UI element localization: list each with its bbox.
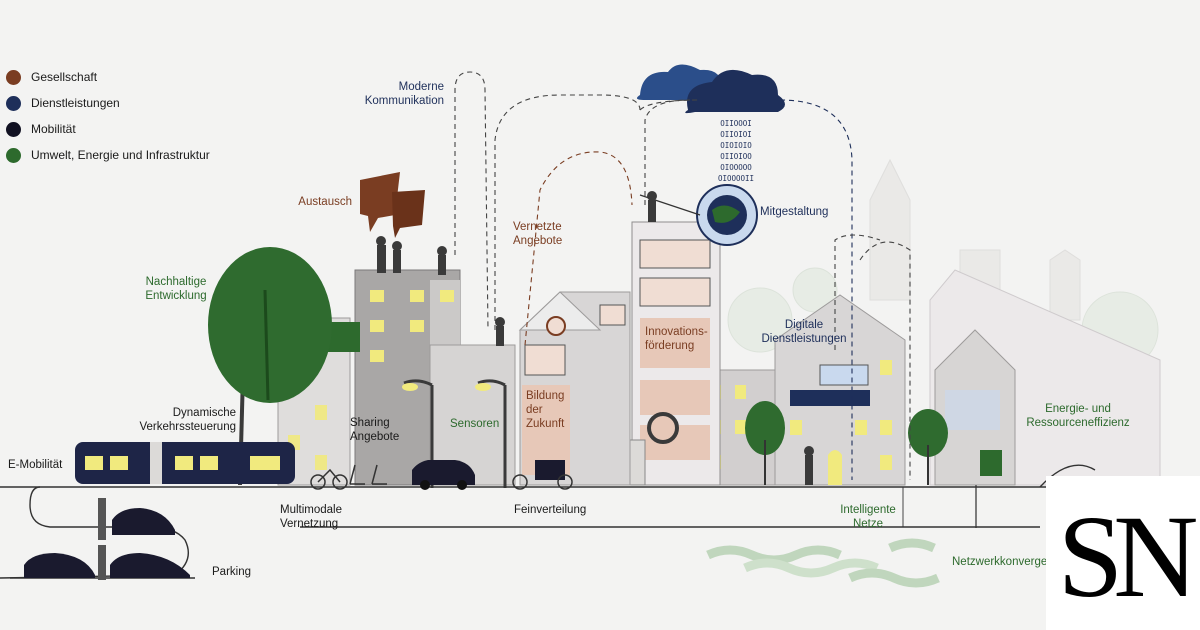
label-line: Netze xyxy=(852,518,884,530)
office-building xyxy=(354,269,516,486)
label-line: Bildung xyxy=(526,390,565,402)
label-austausch: Austausch xyxy=(270,195,352,209)
label-line: Vernetzung xyxy=(280,518,339,530)
label-line: E-Mobilität xyxy=(8,459,63,471)
sn-logo-text: SN xyxy=(1058,491,1197,622)
binary-line: OIOOOOO xyxy=(720,163,752,172)
label-intelligente-netze: Intelligente Netze xyxy=(830,503,906,531)
label-sharing-angebote: Sharing Angebote xyxy=(350,416,399,444)
binary-line: OIIOIOI xyxy=(720,130,752,139)
cloud-icons xyxy=(636,64,785,114)
label-energie-ressourceneffizienz: Energie- und Ressourceneffizienz xyxy=(1018,402,1138,430)
label-line: Feinverteilung xyxy=(514,504,587,516)
label-line: Angebote xyxy=(350,431,400,443)
label-line: Multimodale xyxy=(280,504,342,516)
label-line: Vernetzte xyxy=(513,221,562,233)
legend-label: Gesellschaft xyxy=(31,70,98,84)
binary-line: OIOOOOII xyxy=(717,174,755,183)
legend-dot-environment xyxy=(6,147,21,163)
charging-stations xyxy=(98,498,106,580)
label-line: Ressourceneffizienz xyxy=(1026,417,1130,429)
label-feinverteilung: Feinverteilung xyxy=(514,503,586,517)
label-innovationsfoerderung: Innovations- förderung xyxy=(645,325,708,353)
label-line: Digitale xyxy=(784,319,824,331)
legend-dot-society xyxy=(6,69,21,85)
label-line: Austausch xyxy=(298,196,352,208)
binary-line: OIOIOIO xyxy=(720,141,752,150)
label-moderne-kommunikation: Moderne Kommunikation xyxy=(340,80,444,108)
tram xyxy=(75,442,295,484)
label-line: Angebote xyxy=(513,235,563,247)
bicycle xyxy=(310,468,348,490)
label-line: Mitgestaltung xyxy=(760,206,829,218)
label-line: Zukunft xyxy=(526,418,565,430)
label-parking: Parking xyxy=(212,565,251,579)
digital-services-building xyxy=(774,294,906,486)
cargo-bike xyxy=(512,460,573,490)
legend-item-society: Gesellschaft xyxy=(6,64,210,90)
label-line: der xyxy=(526,404,543,416)
binary-line: OIIOOOI xyxy=(720,119,752,128)
label-digitale-dienstleistungen: Digitale Dienstleistungen xyxy=(754,318,854,346)
globe-icon xyxy=(639,184,758,246)
legend-label: Mobilität xyxy=(31,122,76,136)
label-line: Kommunikation xyxy=(364,95,444,107)
label-line: Moderne xyxy=(398,81,444,93)
label-line: Sharing xyxy=(350,417,390,429)
speech-bubbles xyxy=(360,172,425,238)
label-line: Parking xyxy=(212,566,251,578)
innovation-tower xyxy=(619,221,721,486)
legend-item-services: Dienstleistungen xyxy=(6,90,210,116)
legend: Gesellschaft Dienstleistungen Mobilität … xyxy=(6,64,210,168)
legend-dot-mobility xyxy=(6,121,21,137)
label-line: Sensoren xyxy=(450,418,500,430)
sn-logo-mark: SN xyxy=(1058,491,1200,622)
car xyxy=(412,460,475,490)
label-line: Dienstleistungen xyxy=(761,333,847,345)
label-line: Energie- und xyxy=(1045,403,1111,415)
label-bildung-der-zukunft: Bildung der Zukunft xyxy=(526,389,564,431)
label-line: Nachhaltige xyxy=(145,276,207,288)
network-waves xyxy=(706,487,940,588)
label-line: Netzwerkkonvergenz xyxy=(952,556,1046,568)
binary-line: OIIOIOO xyxy=(720,152,752,161)
people xyxy=(376,191,814,485)
scooters xyxy=(349,464,387,485)
label-line: Dynamische xyxy=(172,407,236,419)
energy-house xyxy=(934,329,1016,528)
label-e-mobilitaet: E-Mobilität xyxy=(8,458,62,472)
legend-dot-services xyxy=(6,95,21,111)
legend-label: Umwelt, Energie und Infrastruktur xyxy=(31,148,210,162)
legend-item-mobility: Mobilität xyxy=(6,116,210,142)
label-line: Innovations- xyxy=(645,326,708,338)
connection-arcs xyxy=(454,71,911,480)
label-line: Verkehrssteuerung xyxy=(139,421,236,433)
legend-item-environment: Umwelt, Energie und Infrastruktur xyxy=(6,142,210,168)
small-trees xyxy=(745,401,948,485)
label-line: förderung xyxy=(645,340,695,352)
label-sensoren: Sensoren xyxy=(450,417,499,431)
label-vernetzte-angebote: Vernetzte Angebote xyxy=(513,220,562,248)
label-dynamische-verkehrssteuerung: Dynamische Verkehrssteuerung xyxy=(120,406,236,434)
parked-cars xyxy=(24,508,190,578)
label-multimodale-vernetzung: Multimodale Vernetzung xyxy=(280,503,342,531)
label-netzwerkkonvergenz: Netzwerkkonvergenz xyxy=(952,555,1046,569)
binary-stream: OIIOOOI OIIOIOI OIOIOIO OIIOIOO OIOOOOO … xyxy=(676,118,796,184)
label-nachhaltige-entwicklung: Nachhaltige Entwicklung xyxy=(140,275,212,303)
sn-logo: SN xyxy=(1046,476,1200,630)
label-mitgestaltung: Mitgestaltung xyxy=(760,205,828,219)
legend-label: Dienstleistungen xyxy=(31,96,120,110)
label-line: Intelligente xyxy=(840,504,896,516)
label-line: Entwicklung xyxy=(145,290,207,302)
